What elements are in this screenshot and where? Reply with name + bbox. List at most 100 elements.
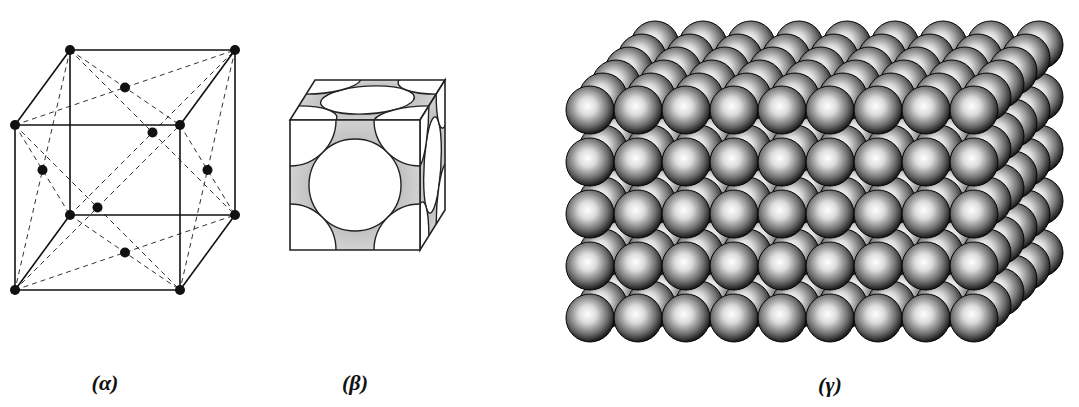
corner-atom [65,45,75,55]
atom-sphere [854,294,902,342]
cube-edge [69,50,71,215]
cube-edge [179,125,181,290]
sphere-section [374,120,420,166]
sphere-section [290,204,336,250]
face-diagonal [15,215,235,290]
atom-sphere [854,86,902,134]
fcc-sphere-cube [235,20,500,310]
atom-sphere [806,138,854,186]
cube-edge [234,50,236,215]
atom-sphere [758,242,806,290]
cube-edge [15,50,70,125]
atom-sphere [950,138,998,186]
sphere-section [420,80,429,180]
face-diagonal [15,50,70,290]
corner-atom [230,45,240,55]
cube-edge [14,125,16,290]
cube-edge [15,215,70,290]
front-face [244,74,466,296]
sphere-section [436,80,445,140]
atom-sphere [902,294,950,342]
corner-atom [10,120,20,130]
atom-sphere [566,86,614,134]
corner-atom [230,210,240,220]
face-diagonal [70,50,235,215]
fcc-lattice-cube [10,45,240,295]
atom-sphere [854,242,902,290]
atom-sphere [806,190,854,238]
atom-sphere [902,86,950,134]
corner-atom [175,285,185,295]
atom-sphere [614,86,662,134]
cube-edge [180,50,235,125]
atom-sphere [806,242,854,290]
atom-sphere [614,294,662,342]
face-diagonal [180,125,235,215]
atom-sphere [662,138,710,186]
cube-edge [15,124,180,126]
face-diagonal [15,50,235,125]
corner-atom [175,120,185,130]
face-center-atom [148,128,158,138]
sphere-section [374,204,420,250]
cube-edge [70,49,235,51]
face-center-atom [93,203,103,213]
atom-sphere [758,294,806,342]
face-diagonal [15,125,70,215]
atom-sphere [710,190,758,238]
sphere-section [290,80,370,94]
atom-sphere [950,294,998,342]
atom-sphere [662,294,710,342]
atom-sphere [758,190,806,238]
atom-sphere [902,242,950,290]
corner-atom [10,285,20,295]
cube-edge [70,214,235,216]
corner-atom [65,210,75,220]
cube-edge [180,215,235,290]
face-diagonal [15,125,180,290]
face-center-atom [203,165,213,175]
atom-sphere [710,86,758,134]
atom-sphere [950,242,998,290]
sphere-section [420,190,429,250]
face-diagonal [70,50,180,125]
atom-sphere [806,86,854,134]
atom-sphere [566,138,614,186]
atom-sphere [854,190,902,238]
atom-sphere [950,190,998,238]
atom-sphere [662,242,710,290]
face-center-atom [120,248,130,258]
panel-label: (β) [342,370,368,396]
atom-sphere [806,294,854,342]
atom-sphere [950,86,998,134]
sphere-packing [566,21,1063,342]
atom-sphere [566,190,614,238]
atom-sphere [710,138,758,186]
atom-sphere [902,138,950,186]
atom-sphere [758,86,806,134]
atom-sphere [662,190,710,238]
face-diagonal [70,50,235,215]
atom-sphere [614,242,662,290]
atom-sphere [902,190,950,238]
atom-sphere [854,138,902,186]
atom-sphere [710,294,758,342]
face-diagonal [15,125,180,290]
atom-sphere [566,242,614,290]
face-center-atom [120,83,130,93]
atom-sphere [566,294,614,342]
atom-sphere [614,190,662,238]
atom-sphere [662,86,710,134]
sphere-section [436,150,445,250]
atom-sphere [710,242,758,290]
sphere-section [290,120,336,166]
atom-sphere [758,138,806,186]
face-center-atom [38,165,48,175]
panel-label: (γ) [818,372,842,398]
panel-label: (α) [92,370,119,396]
face-diagonal [70,215,180,290]
face-diagonal [180,50,235,290]
atom-sphere [614,138,662,186]
